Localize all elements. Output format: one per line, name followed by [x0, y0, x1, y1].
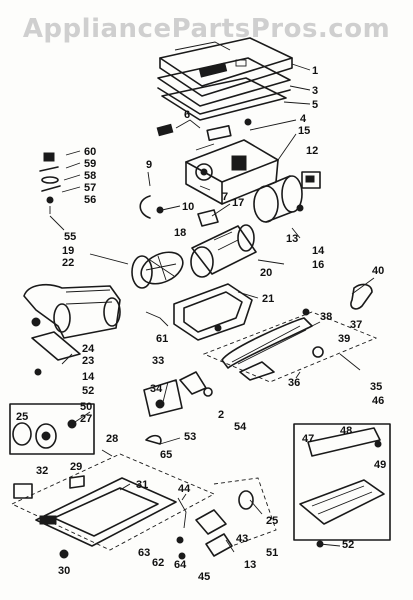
callout-14: 14: [312, 245, 325, 257]
sub-assembly-46: [293, 423, 391, 541]
wire-part-61: [145, 311, 169, 327]
wheel-part-25: [9, 403, 95, 455]
fan-motor: [131, 224, 257, 289]
bracket-part-33: [143, 371, 213, 417]
callout-28: 28: [106, 433, 119, 445]
callout-27: 27: [80, 413, 93, 425]
callout-17: 17: [232, 197, 245, 209]
callout-48: 48: [340, 425, 353, 437]
callout-3: 3: [312, 85, 319, 97]
callout-5: 5: [312, 99, 319, 111]
callout-44: 44: [178, 483, 191, 495]
callout-25: 25: [16, 411, 29, 423]
callout-40: 40: [372, 265, 385, 277]
callout-38: 38: [320, 311, 333, 323]
callout-1: 1: [312, 65, 319, 77]
callout-30: 30: [58, 565, 71, 577]
switch-part-12: [301, 171, 321, 189]
callout-16: 16: [312, 259, 325, 271]
callout-45: 45: [198, 571, 211, 583]
callout-47: 47: [302, 433, 315, 445]
nozzle-part-22: [23, 283, 121, 339]
callout-36: 36: [288, 377, 301, 389]
motor-housing: [185, 139, 279, 205]
callout-53: 53: [184, 431, 197, 443]
lower-housing: [173, 283, 253, 341]
top-cover-assembly: [157, 37, 293, 121]
callout-18: 18: [174, 227, 187, 239]
callout-34: 34: [150, 383, 163, 395]
callout-25-lower: 25: [266, 515, 279, 527]
callout-56: 56: [84, 194, 97, 206]
callout-21: 21: [262, 293, 275, 305]
callout-59: 59: [84, 158, 97, 170]
callout-6: 6: [184, 109, 191, 121]
callout-64: 64: [174, 559, 187, 571]
callout-24: 24: [82, 343, 95, 355]
callout-33: 33: [152, 355, 165, 367]
callout-63: 63: [138, 547, 151, 559]
pedal-part-24: [31, 331, 81, 361]
bottom-frame-assembly: [10, 453, 216, 559]
callout-43: 43: [236, 533, 249, 545]
callout-15: 15: [298, 125, 311, 137]
clip-part-53: [145, 434, 162, 445]
callout-10: 10: [182, 201, 195, 213]
callout-37: 37: [350, 319, 363, 331]
cylinder-part-14: [253, 175, 304, 223]
callout-32: 32: [36, 465, 49, 477]
callout-52: 52: [82, 385, 95, 397]
callout-57: 57: [84, 182, 97, 194]
callout-4: 4: [300, 113, 307, 125]
callout-13: 13: [286, 233, 299, 245]
leader-lines: [49, 63, 375, 553]
callout-23: 23: [82, 355, 95, 367]
callout-50: 50: [80, 401, 93, 413]
callout-13-lower: 13: [244, 559, 257, 571]
callout-22: 22: [62, 257, 75, 269]
callout-9: 9: [146, 159, 153, 171]
callout-39: 39: [338, 333, 351, 345]
callout-20: 20: [260, 267, 273, 279]
callout-7: 7: [222, 191, 229, 203]
hook-part-9: [139, 195, 151, 219]
callout-58: 58: [84, 170, 97, 182]
callout-62: 62: [152, 557, 165, 569]
watermark: AppliancePartsPros.com: [22, 14, 391, 44]
callout-60: 60: [84, 146, 97, 158]
callout-46: 46: [372, 395, 385, 407]
callout-61: 61: [156, 333, 169, 345]
callout-51: 51: [266, 547, 279, 559]
callout-54: 54: [234, 421, 247, 433]
bracket-part-7: [197, 209, 219, 227]
callout-35: 35: [370, 381, 383, 393]
callout-19: 19: [62, 245, 75, 257]
callout-65: 65: [160, 449, 173, 461]
callout-55: 55: [64, 231, 77, 243]
callout-12: 12: [306, 145, 319, 157]
callout-2: 2: [218, 409, 225, 421]
callout-31: 31: [136, 479, 149, 491]
linkage-parts: [176, 477, 277, 560]
callout-29: 29: [70, 461, 83, 473]
callout-14-lower: 14: [82, 371, 95, 383]
screw-stack: [39, 152, 61, 214]
pads-part-6: [156, 118, 252, 141]
callout-52-lower: 52: [342, 539, 355, 551]
callout-49: 49: [374, 459, 387, 471]
belt-part-40: [350, 283, 373, 310]
